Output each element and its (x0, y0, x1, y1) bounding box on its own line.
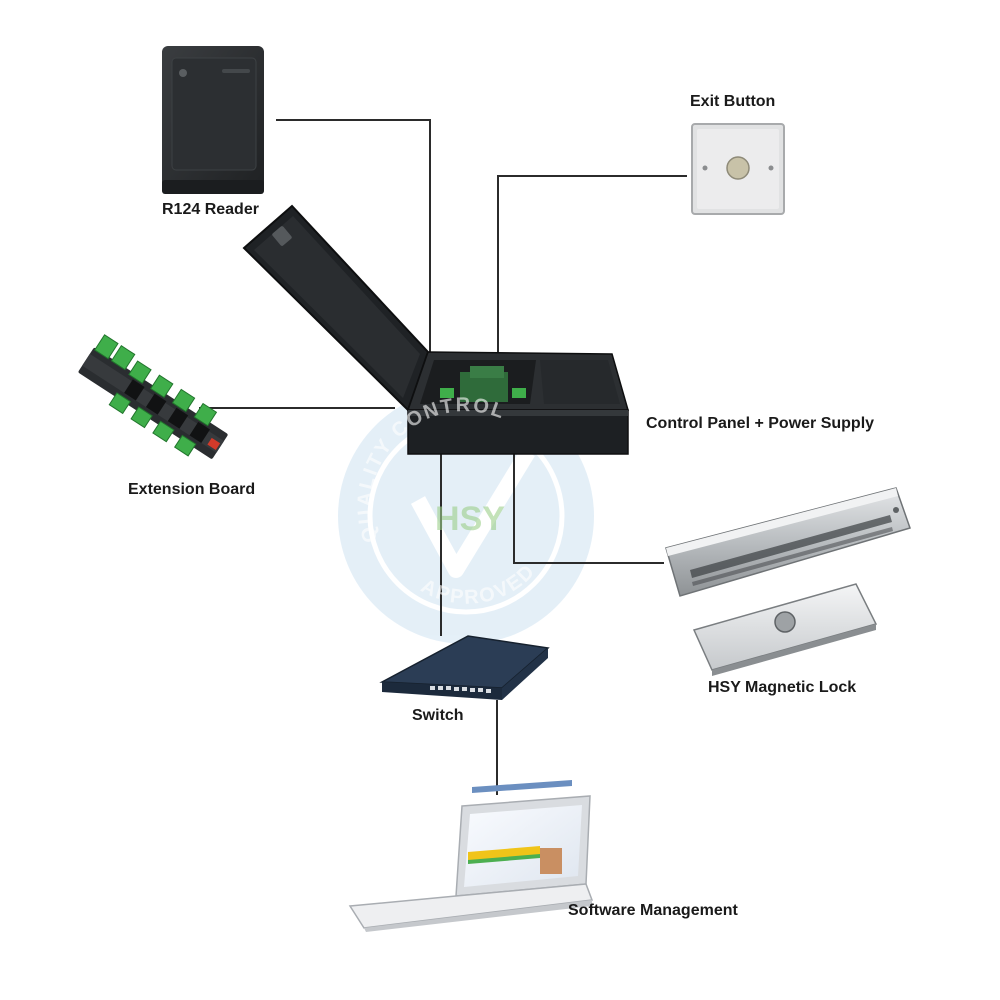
card-reader-icon (162, 46, 264, 194)
connection-wires (199, 119, 687, 795)
watermark-check-icon (410, 447, 535, 578)
wire-reader-panel (276, 119, 431, 358)
watermark-arc-bottom: APPROVED (417, 560, 538, 609)
network-switch-icon (379, 635, 550, 700)
exit-button-label: Exit Button (690, 93, 776, 110)
svg-text:APPROVED: APPROVED (417, 560, 540, 609)
relay-board-icon (78, 334, 228, 459)
control-panel-label: Control Panel + Power Supply (646, 415, 875, 432)
laptop-icon (348, 780, 594, 932)
magnetic-lock-icon (665, 487, 911, 676)
wire-exit-panel (497, 175, 687, 358)
watermark-brand: HSY (435, 500, 505, 538)
extension-board-label: Extension Board (128, 481, 256, 498)
wire-panel-lock (513, 448, 664, 564)
software-label: Software Management (568, 902, 738, 919)
reader-label: R124 Reader (162, 201, 259, 218)
switch-label: Switch (412, 707, 464, 724)
control-box-icon (242, 204, 629, 455)
exit-button-icon (691, 123, 785, 215)
magnetic-lock-label: HSY Magnetic Lock (708, 679, 857, 696)
